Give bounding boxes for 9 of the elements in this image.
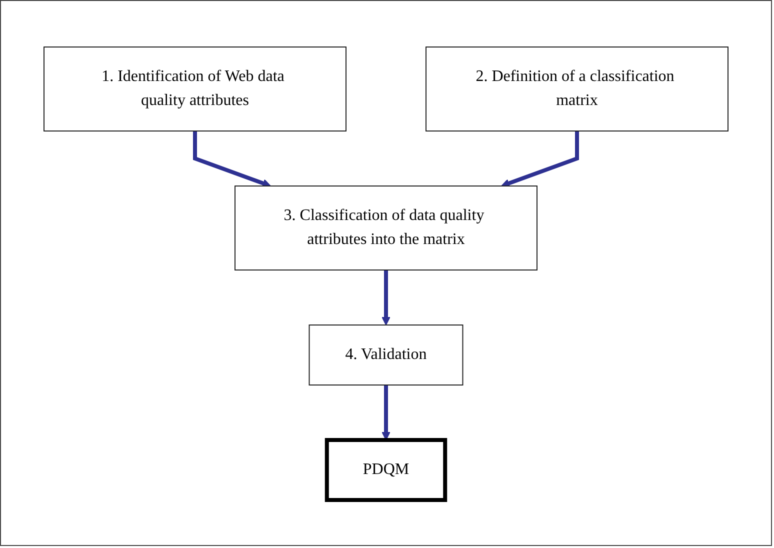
- node-box: 3. Classification of data quality attributes into the matrix: [234, 185, 538, 270]
- node-box: 1. Identification of Web data quality attributes: [44, 46, 346, 131]
- node-box: PDQM: [324, 438, 448, 502]
- node-box: 2. Definition of a classification matrix: [426, 46, 728, 131]
- arrow: [193, 130, 271, 187]
- node-box: 4. Validation: [308, 324, 464, 385]
- arrow: [382, 384, 390, 440]
- arrow: [382, 270, 390, 325]
- arrow: [501, 130, 579, 187]
